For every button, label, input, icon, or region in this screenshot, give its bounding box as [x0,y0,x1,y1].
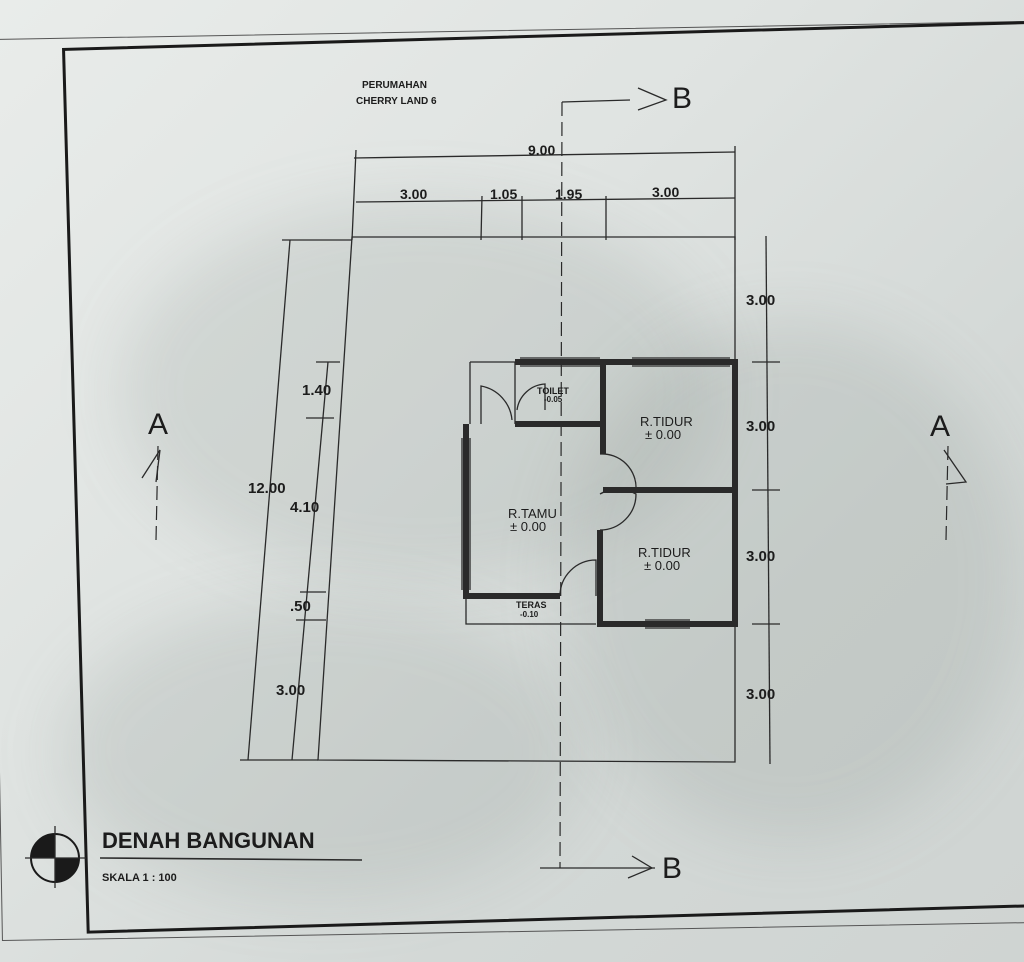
dim-right-segment: 3.00 [746,418,776,435]
section-b-top-leader [561,99,631,103]
dim-top-segment: 3.00 [400,186,428,202]
drawing-title: DENAH BANGUNAN [102,828,315,853]
dim-right-segment: 3.00 [746,292,776,309]
room-level-bedroom-2: ± 0.00 [644,558,681,573]
dim-ticks-left [296,361,340,621]
door-front [559,559,597,597]
window-bedroom-2 [645,619,690,629]
dim-line-right [765,235,771,765]
dim-right-segment: 3.00 [746,548,776,565]
section-mark-a-right: A [930,410,951,443]
section-a-left-arrow [141,449,161,483]
section-b-bottom-arrow [627,855,654,879]
dim-left-segment: 3.00 [276,682,306,699]
north-symbol-cross [25,826,86,888]
room-name-toilet: TOILET [537,386,569,396]
dim-ticks-right [752,361,780,625]
section-line-a-left [155,445,159,541]
shadow-area [120,200,720,580]
dim-top-segment: 1.05 [490,186,518,202]
dim-line-segments-top [355,197,736,203]
room-name-bedroom-1: R.TIDUR [640,414,693,429]
dim-left-segment: 1.40 [302,382,332,399]
dim-left-segment: 4.10 [290,499,320,516]
dim-line-total-top [353,151,736,159]
north-symbol-fill [55,858,79,882]
window-bedroom [632,357,730,367]
dim-right-segment: 3.00 [746,686,776,703]
door-bedroom-1 [599,453,637,491]
dim-left-total: 12.00 [248,480,286,497]
project-label-line1: PERUMAHAN [362,80,427,91]
door-toilet [516,383,546,411]
door-bedroom-2 [599,488,637,531]
room-name-terrace: TERAS [516,600,547,610]
room-name-living: R.TAMU [508,506,557,521]
dim-line-total-left [247,239,291,761]
shadow-area [560,320,1020,840]
room-level-bedroom-1: ± 0.00 [645,427,682,442]
room-level-living: ± 0.00 [510,519,547,534]
dim-top-segment: 3.00 [652,184,680,200]
window-toilet [520,357,600,367]
section-a-right-arrow [943,449,968,485]
dim-top-segment: 1.95 [555,186,583,202]
shadow-area [60,600,580,900]
dim-top-total: 9.00 [528,142,556,158]
section-line-a-right [945,445,949,541]
dim-extension-left [240,239,352,761]
section-mark-a-left: A [148,408,169,441]
terrace-outline [465,596,596,625]
drawing-scale: SKALA 1 : 100 [102,872,177,884]
dim-ticks-top [480,195,607,241]
exterior-wall-right [515,359,738,627]
section-mark-b-top: B [672,82,693,115]
entry-walls [469,361,516,424]
section-mark-b-bottom: B [662,852,683,885]
dim-line-segments-left [291,361,329,761]
title-underline [99,857,363,861]
site-boundary [317,236,736,763]
window-living [461,438,471,590]
room-name-bedroom-2: R.TIDUR [638,545,691,560]
project-label-line2: CHERRY LAND 6 [356,96,437,107]
dim-extension-top [351,146,736,241]
dim-left-segment: .50 [290,598,311,615]
door-entry [480,385,513,424]
section-b-top-arrow [637,87,668,111]
room-level-terrace: -0.10 [520,610,539,619]
section-line-b [559,101,563,869]
room-level-toilet: -0.05 [544,395,563,404]
north-symbol-fill [31,834,55,858]
